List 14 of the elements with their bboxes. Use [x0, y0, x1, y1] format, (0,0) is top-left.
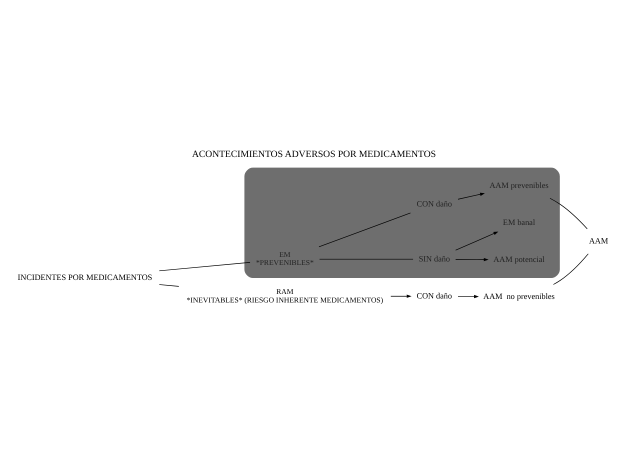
arrow — [458, 192, 485, 200]
arrow — [390, 294, 412, 298]
node-text: RAM *INEVITABLES* (RIESGO INHERENTE MEDICAMENTOS) — [186, 286, 384, 304]
connector — [318, 212, 411, 247]
diagram-title: ACONTECIMIENTOS ADVERSOS POR MEDICAMENTOS — [192, 148, 436, 160]
connector — [158, 284, 180, 286]
connector — [158, 262, 250, 271]
cluster — [244, 167, 560, 278]
connector — [319, 258, 414, 260]
connector — [553, 252, 589, 284]
arrow — [455, 231, 498, 250]
arrow — [455, 257, 489, 261]
node-text: EM *PREVENIBLES* — [256, 250, 314, 267]
arrow — [458, 294, 479, 298]
